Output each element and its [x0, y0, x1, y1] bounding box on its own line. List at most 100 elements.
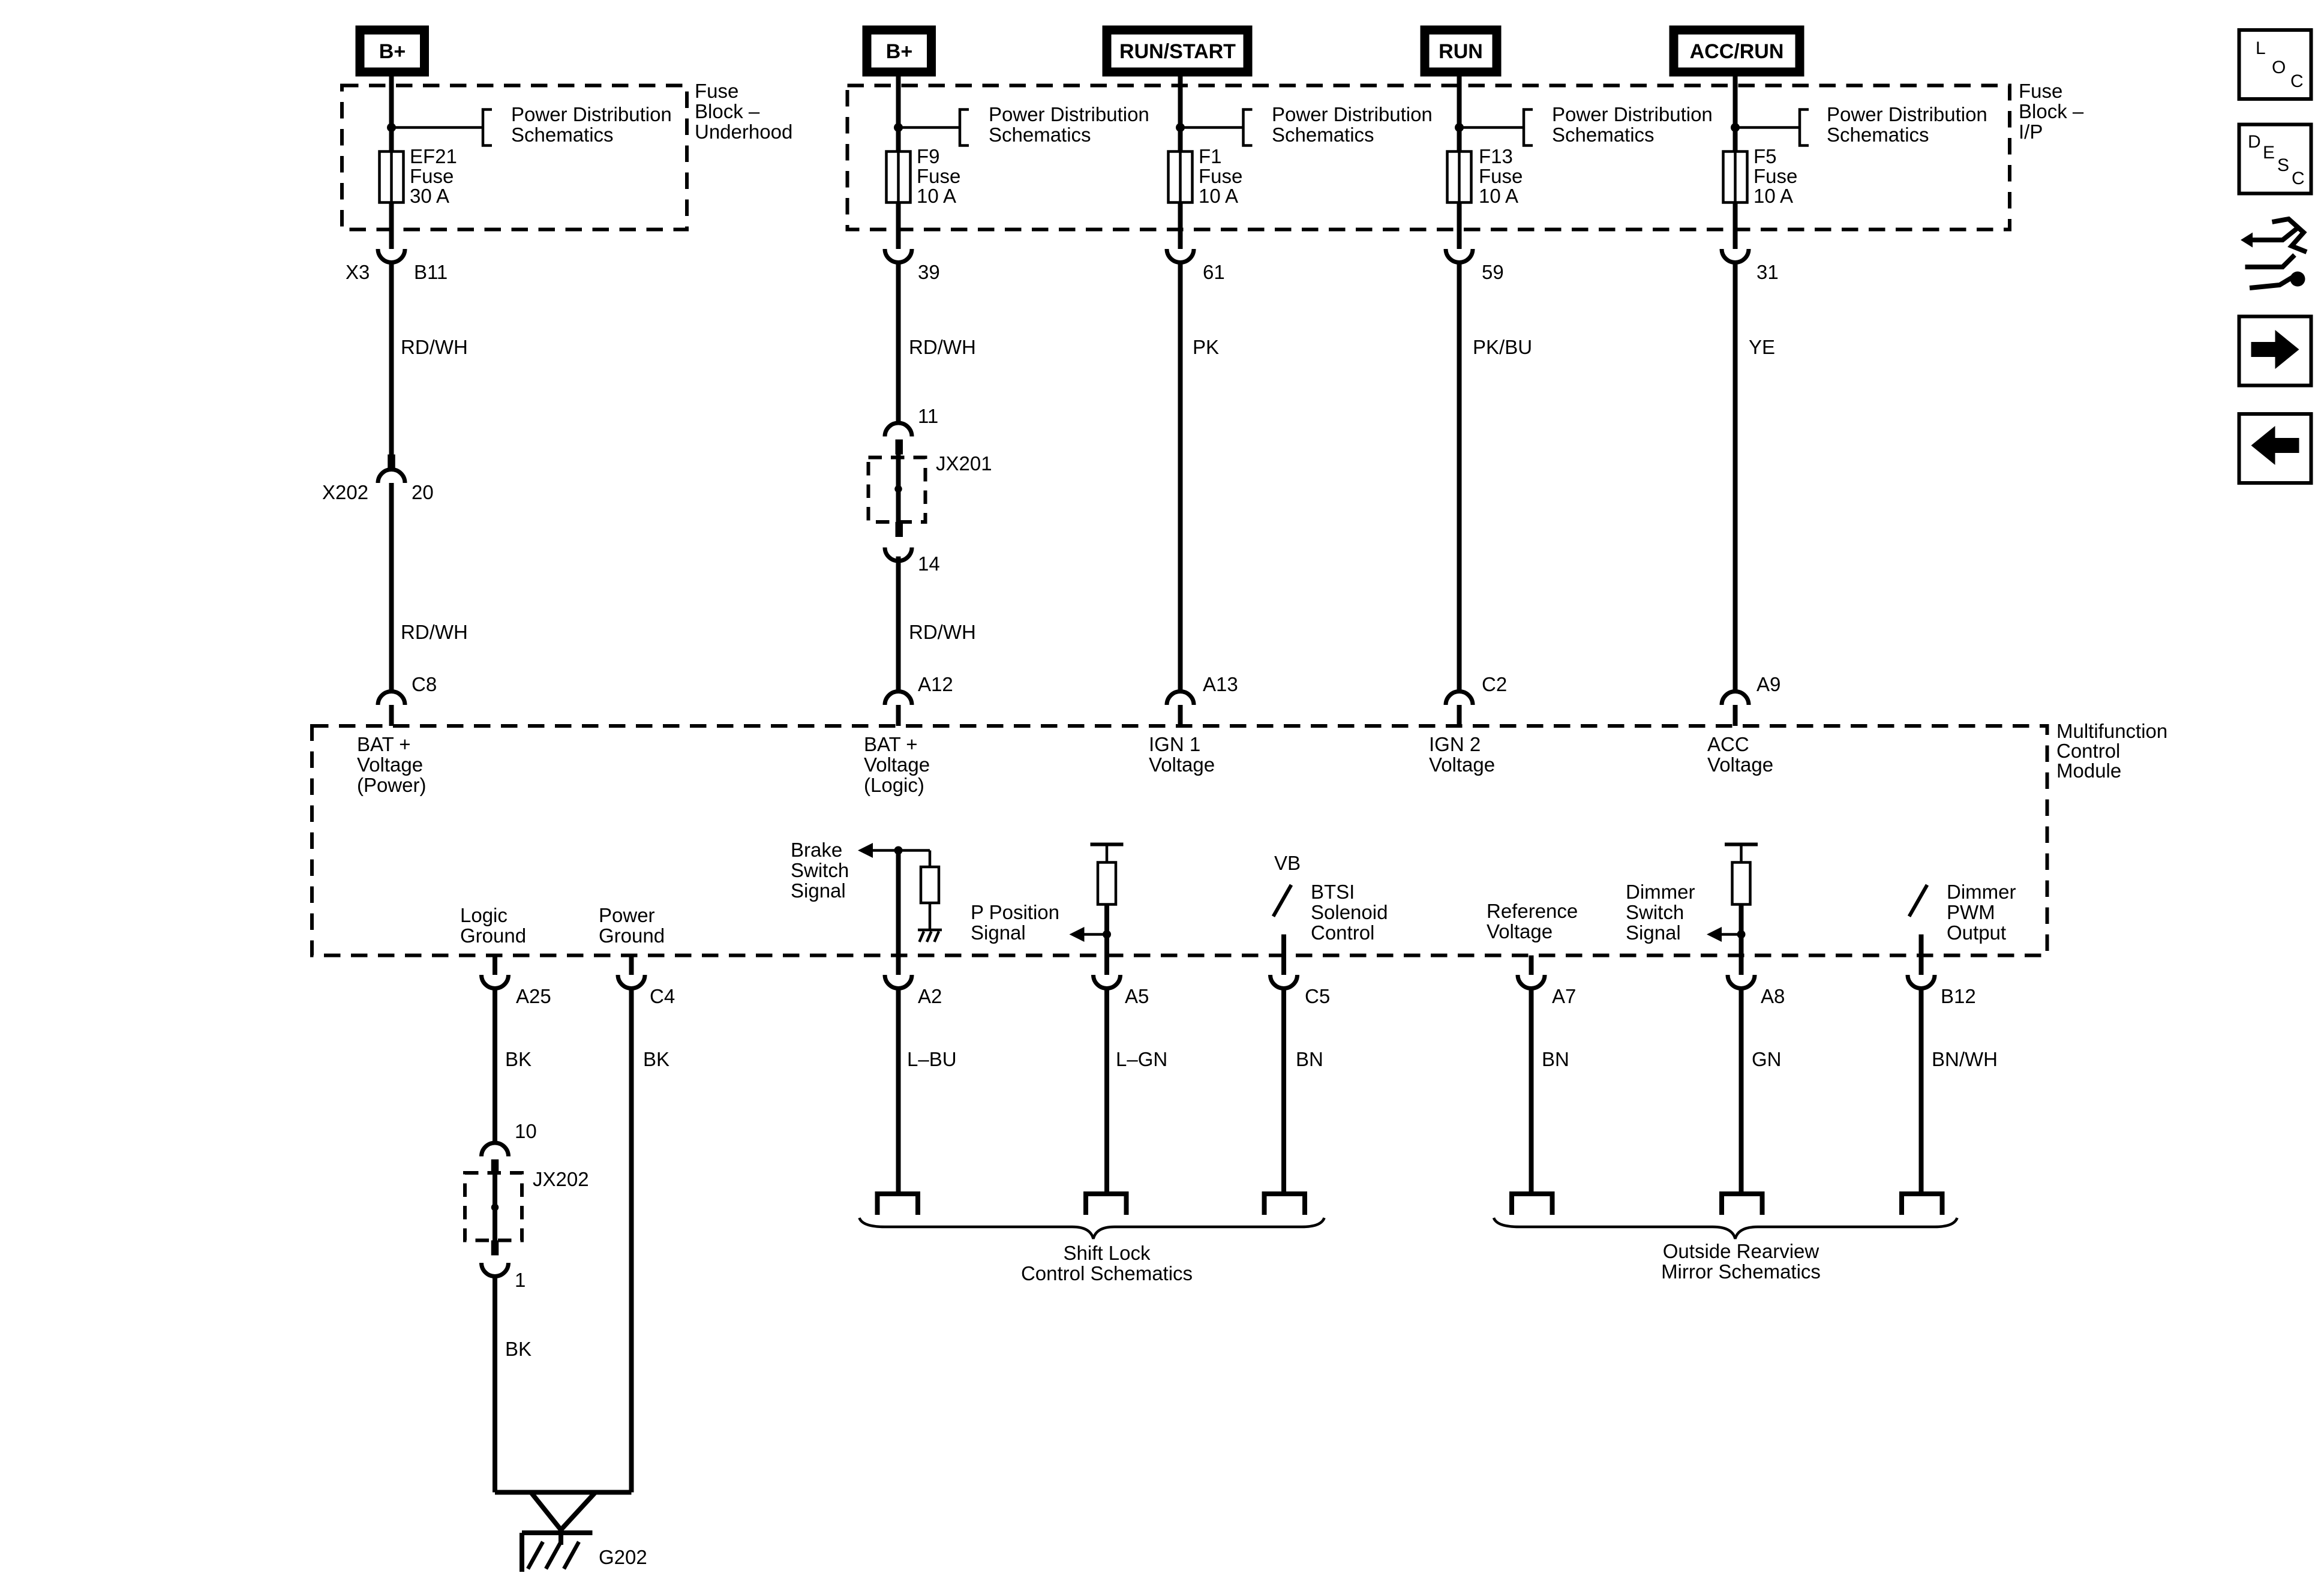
splice-jx202	[463, 1140, 524, 1493]
pin-39-label: 39	[918, 261, 940, 283]
pin-c8-label: C8	[412, 673, 437, 695]
svg-text:BTSI: BTSI	[1311, 881, 1355, 903]
input-bat-power: BAT + Voltage (Power)	[357, 733, 427, 796]
desc-icon-letters: D E S C	[2248, 132, 2305, 188]
power-source-run-label: RUN	[1439, 40, 1483, 63]
btsi-switch	[1271, 884, 1293, 956]
nav-forward-button[interactable]	[2237, 314, 2313, 388]
svg-text:Schematics: Schematics	[1272, 124, 1374, 146]
wire-color-b12: BN/WH	[1932, 1048, 1998, 1070]
power-source-run-start-label: RUN/START	[1119, 40, 1236, 63]
svg-text:Control: Control	[1311, 921, 1374, 944]
power-distribution-label-5[interactable]: Power Distribution Schematics	[1827, 103, 1987, 146]
svg-text:IGN 2: IGN 2	[1429, 733, 1481, 755]
svg-text:Fuse: Fuse	[2019, 80, 2062, 102]
svg-text:ACC: ACC	[1707, 733, 1749, 755]
wire-color-c2b: RD/WH	[909, 621, 976, 643]
p-position-label: P Position Signal	[971, 901, 1059, 944]
svg-text:BAT +: BAT +	[357, 733, 411, 755]
wire-color-c2a: RD/WH	[909, 336, 976, 358]
pin-a5-label: A5	[1125, 985, 1149, 1007]
shift-lock-reference[interactable]: Shift Lock Control Schematics	[1021, 1242, 1193, 1284]
splice-14-label: 14	[918, 553, 940, 575]
svg-text:IGN 1: IGN 1	[1149, 733, 1200, 755]
svg-text:PWM: PWM	[1947, 901, 1995, 923]
power-distribution-label-4[interactable]: Power Distribution Schematics	[1552, 103, 1713, 146]
svg-text:Schematics: Schematics	[1552, 124, 1655, 146]
power-distribution-label-1[interactable]: Power Distribution Schematics	[511, 103, 672, 146]
nav-back-button[interactable]	[2237, 412, 2313, 485]
fuse-block-underhood-outline	[340, 83, 689, 232]
pin-a2-label: A2	[918, 985, 942, 1007]
fuse-symbols	[378, 150, 1749, 204]
fuse-f9-label: F9 Fuse 10 A	[917, 145, 960, 207]
svg-text:Reference: Reference	[1487, 900, 1578, 922]
loc-icon[interactable]	[2237, 28, 2313, 101]
input-bat-logic: BAT + Voltage (Logic)	[864, 733, 930, 796]
loc-icon-letters: L O C	[2256, 38, 2304, 91]
svg-text:Output: Output	[1947, 921, 2006, 944]
fuse-f13-label: F13 Fuse 10 A	[1479, 145, 1523, 207]
pin-a13-label: A13	[1203, 673, 1238, 695]
pin-20-label: 20	[412, 481, 434, 503]
nav-circuit-button[interactable]	[2241, 216, 2308, 290]
svg-text:Voltage: Voltage	[357, 754, 423, 776]
fuse-block-underhood-label: Fuse Block – Underhood	[695, 80, 792, 143]
nav-desc-button[interactable]	[2237, 122, 2313, 196]
wire-color-c4: BK	[643, 1048, 669, 1070]
svg-text:Control: Control	[2056, 740, 2120, 762]
connector-x3-label: X3	[346, 261, 370, 283]
svg-text:Signal: Signal	[971, 921, 1026, 944]
wire-color-a25: BK	[505, 1048, 532, 1070]
connector-x202-label: X202	[322, 481, 368, 503]
svg-text:Module: Module	[2056, 760, 2121, 782]
svg-text:10 A: 10 A	[1753, 185, 1793, 207]
svg-text:F1: F1	[1199, 145, 1222, 167]
svg-text:Underhood: Underhood	[695, 121, 792, 143]
power-source-bplus-1-label: B+	[379, 40, 406, 63]
arrow-right-icon[interactable]	[2251, 330, 2299, 369]
arrow-left-icon[interactable]	[2251, 426, 2299, 465]
desc-icon[interactable]	[2237, 122, 2313, 196]
ground-g202-label: G202	[599, 1546, 647, 1568]
nav-loc-button[interactable]	[2237, 28, 2313, 101]
svg-text:F13: F13	[1479, 145, 1513, 167]
svg-text:Ground: Ground	[460, 924, 526, 947]
pin-a7-label: A7	[1552, 985, 1576, 1007]
dimmer-pwm-label: Dimmer PWM Output	[1947, 881, 2016, 944]
svg-text:Power Distribution: Power Distribution	[1272, 103, 1433, 125]
svg-text:Fuse: Fuse	[695, 80, 738, 102]
power-distribution-label-3[interactable]: Power Distribution Schematics	[1272, 103, 1433, 146]
svg-text:Fuse: Fuse	[1753, 165, 1797, 187]
svg-text:10 A: 10 A	[917, 185, 956, 207]
dimmer-pwm-switch	[1907, 884, 1929, 956]
wire-color-a5: L–GN	[1116, 1048, 1167, 1070]
svg-text:Shift Lock: Shift Lock	[1064, 1242, 1151, 1264]
svg-text:Dimmer: Dimmer	[1947, 881, 2016, 903]
input-ign2: IGN 2 Voltage	[1429, 733, 1495, 776]
splice-jx201-label: JX201	[936, 452, 992, 475]
svg-text:F9: F9	[917, 145, 940, 167]
fuse-block-ip-outline	[845, 83, 2011, 232]
svg-text:Solenoid: Solenoid	[1311, 901, 1388, 923]
svg-text:E: E	[2263, 143, 2275, 163]
circuit-icon[interactable]	[2241, 216, 2308, 290]
wire-color-c1a: RD/WH	[401, 336, 468, 358]
svg-text:Power Distribution: Power Distribution	[989, 103, 1149, 125]
svg-text:C: C	[2292, 169, 2305, 188]
svg-text:P Position: P Position	[971, 901, 1059, 923]
svg-text:Voltage: Voltage	[864, 754, 930, 776]
svg-text:Voltage: Voltage	[1429, 754, 1495, 776]
power-distribution-label-2[interactable]: Power Distribution Schematics	[989, 103, 1149, 146]
svg-text:10 A: 10 A	[1479, 185, 1518, 207]
svg-text:10 A: 10 A	[1199, 185, 1238, 207]
svg-text:Fuse: Fuse	[1479, 165, 1523, 187]
pin-31-label: 31	[1756, 261, 1779, 283]
svg-text:Signal: Signal	[1626, 921, 1681, 944]
svg-text:I/P: I/P	[2019, 121, 2043, 143]
svg-text:(Logic): (Logic)	[864, 774, 924, 796]
mirror-reference[interactable]: Outside Rearview Mirror Schematics	[1661, 1240, 1821, 1283]
svg-text:O: O	[2272, 58, 2286, 77]
splice-1-label: 1	[515, 1269, 526, 1291]
